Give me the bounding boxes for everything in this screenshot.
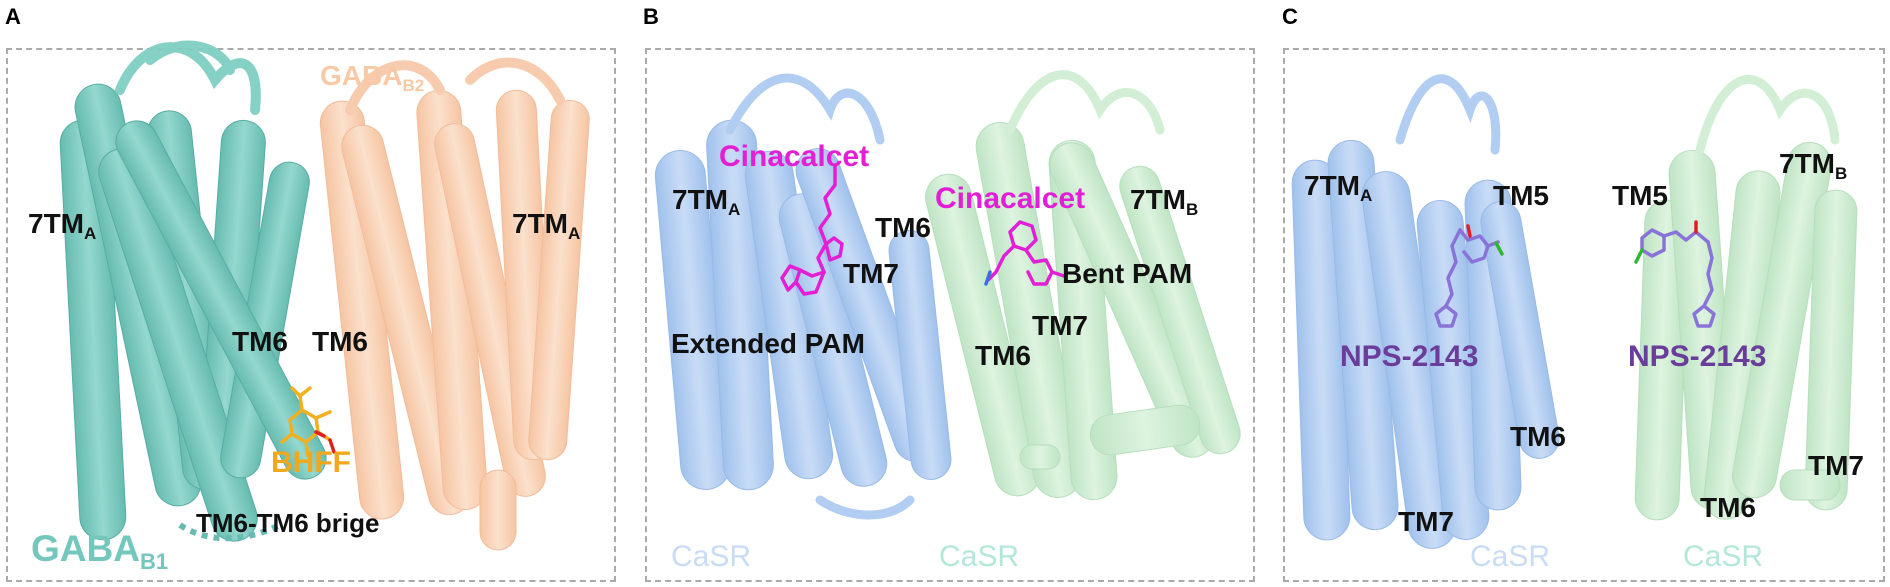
casr-protomer-b-structure-b (925, 70, 1241, 501)
gaba-b2-structure (319, 57, 590, 551)
label-gaba-b2: GABAB2 (320, 60, 425, 95)
cinacalcet-extended-icon (780, 163, 844, 296)
label-tm5-c-left: TM5 (1493, 180, 1549, 211)
casr-protomer-b-structure-c (1634, 75, 1858, 521)
nps-2143-right-icon (1634, 220, 1716, 328)
label-tm6-gaba-b2: TM6 (312, 326, 368, 357)
label-casr-c-left: CaSR (1470, 540, 1551, 573)
label-tm6-c-left: TM6 (1510, 421, 1566, 452)
label-bhff: BHFF (271, 446, 351, 479)
panel-c-frame (1283, 48, 1885, 582)
label-nps-2143-left: NPS-2143 (1340, 340, 1479, 373)
label-tm6-c-right: TM6 (1700, 492, 1756, 523)
label-tm7-c-left: TM7 (1398, 506, 1454, 537)
label-tm7-c-right: TM7 (1808, 450, 1864, 481)
label-extended-pam: Extended PAM (671, 328, 865, 359)
label-casr-c-right: CaSR (1683, 540, 1764, 573)
label-7tm-a-c: 7TMA (1304, 170, 1373, 205)
label-nps-2143-right: NPS-2143 (1628, 340, 1767, 373)
panel-letter-c: C (1282, 4, 1298, 29)
nps-2143-left-icon (1434, 224, 1504, 328)
label-tm7-b-left: TM7 (843, 258, 899, 289)
label-cinacalcet-bent: Cinacalcet (935, 182, 1086, 215)
bhff-ligand-icon (280, 386, 336, 458)
label-tm6-gaba-b1: TM6 (232, 326, 288, 357)
label-tm6-b-lower: TM6 (975, 340, 1031, 371)
label-7tm-b-c: 7TMB (1779, 148, 1848, 183)
label-7tm-b-b: 7TMB (1130, 184, 1199, 219)
label-tm7-b-right: TM7 (1032, 310, 1088, 341)
label-cinacalcet-extended: Cinacalcet (719, 140, 870, 173)
label-tm5-c-right: TM5 (1612, 180, 1668, 211)
label-7tm-a-b: 7TMA (672, 184, 741, 219)
cinacalcet-bent-icon (984, 220, 1066, 286)
label-casr-b-left: CaSR (671, 540, 752, 573)
label-tm6-tm6-bridge: TM6-TM6 brige (196, 508, 380, 538)
casr-protomer-a-structure-b (654, 73, 952, 520)
label-7tm-a-left: 7TMA (28, 208, 97, 243)
label-gaba-b1: GABAB1 (31, 528, 169, 574)
label-7tm-a-right: 7TMA (512, 208, 581, 243)
gaba-b1-structure (59, 40, 327, 542)
panel-a-frame (6, 48, 616, 582)
casr-protomer-a-structure-c (1291, 74, 1560, 549)
label-tm6-b-upper: TM6 (875, 212, 931, 243)
label-bent-pam: Bent PAM (1062, 258, 1193, 289)
label-casr-b-right: CaSR (939, 540, 1020, 573)
panel-letter-b: B (643, 4, 659, 29)
panel-letter-a: A (5, 4, 21, 29)
panel-b-frame (645, 48, 1255, 582)
